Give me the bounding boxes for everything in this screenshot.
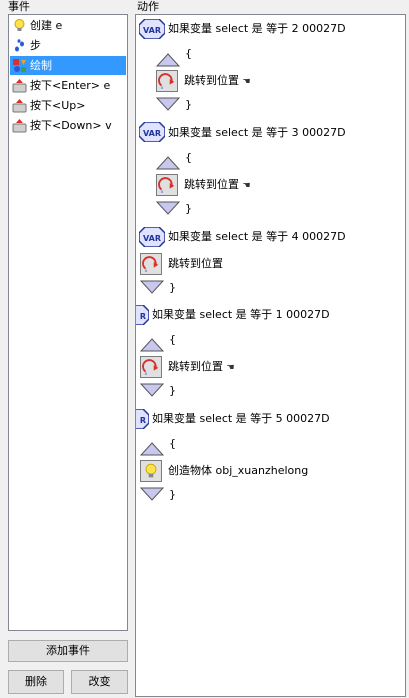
event-item-step[interactable]: 步: [10, 36, 126, 55]
svg-text:VAR: VAR: [143, 26, 161, 35]
add-event-button[interactable]: 添加事件: [8, 640, 128, 662]
event-item-press-up[interactable]: 按下<Up>: [10, 96, 126, 115]
event-label: 按下<Down> v: [30, 119, 112, 132]
triangle-down-icon: [156, 97, 180, 111]
triangle-down-icon: [156, 201, 180, 215]
event-item-press-down[interactable]: 按下<Down> v: [10, 116, 126, 135]
close-brace: }: [185, 98, 192, 111]
change-button[interactable]: 改变: [71, 670, 128, 694]
event-label: 按下<Enter> e: [30, 79, 111, 92]
jump-to-position-action[interactable]: 跳转到位置: [168, 257, 223, 270]
var-icon[interactable]: R: [135, 305, 149, 325]
jump-to-position-action[interactable]: 跳转到位置 ☚: [184, 178, 251, 191]
event-label: 按下<Up>: [30, 99, 86, 112]
events-header: 事件: [8, 0, 30, 13]
close-brace: }: [185, 202, 192, 215]
event-item-draw[interactable]: 绘制: [10, 56, 126, 75]
delete-button[interactable]: 删除: [8, 670, 64, 694]
if-variable-action[interactable]: 如果变量 select 是 等于 3 00027D: [168, 126, 346, 139]
if-variable-action[interactable]: 如果变量 select 是 等于 5 00027D: [152, 412, 330, 425]
triangle-down-icon: [140, 383, 164, 397]
create-instance-action[interactable]: 创造物体 obj_xuanzhelong: [168, 464, 309, 477]
if-variable-action[interactable]: 如果变量 select 是 等于 4 00027D: [168, 230, 346, 243]
actions-header: 动作: [137, 0, 159, 13]
jump-position-icon[interactable]: x: [156, 174, 178, 196]
triangle-down-icon: [140, 487, 164, 501]
svg-text:VAR: VAR: [143, 129, 161, 138]
keyboard-icon: [12, 79, 27, 93]
open-brace: {: [169, 333, 176, 346]
if-variable-action[interactable]: 如果变量 select 是 等于 1 00027D: [152, 308, 330, 321]
var-icon[interactable]: VAR: [139, 227, 165, 247]
if-variable-action[interactable]: 如果变量 select 是 等于 2 00027D: [168, 22, 346, 35]
keyboard-icon: [12, 119, 27, 133]
jump-position-icon[interactable]: x: [140, 253, 162, 275]
hand-icon: ☚: [242, 181, 251, 191]
svg-text:x: x: [145, 269, 148, 274]
footsteps-icon: [15, 39, 24, 52]
hand-icon: ☚: [242, 77, 251, 87]
svg-text:x: x: [145, 372, 148, 377]
triangle-down-icon: [140, 280, 164, 294]
close-brace: }: [169, 384, 176, 397]
event-label: 绘制: [30, 59, 52, 72]
open-brace: {: [169, 437, 176, 450]
actions-list[interactable]: VAR 如果变量 select 是 等于 2 00027D { x 跳转到位置 …: [135, 14, 406, 697]
jump-position-icon[interactable]: x: [156, 70, 178, 92]
svg-text:x: x: [161, 86, 164, 91]
svg-text:x: x: [161, 190, 164, 195]
var-icon[interactable]: VAR: [139, 19, 165, 39]
event-item-press-enter[interactable]: 按下<Enter> e: [10, 76, 126, 95]
close-brace: }: [169, 281, 176, 294]
event-label: 步: [30, 39, 41, 52]
jump-position-icon[interactable]: x: [140, 356, 162, 378]
jump-to-position-action[interactable]: 跳转到位置 ☚: [168, 360, 235, 373]
events-list[interactable]: 创建 e 步 绘制 按下<Enter> e 按下<Up>: [8, 14, 128, 631]
event-item-create[interactable]: 创建 e: [10, 16, 126, 35]
triangle-up-icon: [140, 442, 164, 456]
triangle-up-icon: [156, 156, 180, 170]
lightbulb-icon: [14, 19, 25, 31]
paint-icon: [13, 59, 26, 72]
triangle-up-icon: [156, 53, 180, 67]
var-icon[interactable]: VAR: [139, 122, 165, 142]
keyboard-icon: [12, 99, 27, 113]
hand-icon: ☚: [226, 363, 235, 373]
svg-text:R: R: [140, 312, 146, 321]
svg-text:R: R: [140, 416, 146, 425]
open-brace: {: [185, 151, 192, 164]
var-icon[interactable]: R: [135, 409, 149, 429]
open-brace: {: [185, 47, 192, 60]
triangle-up-icon: [140, 338, 164, 352]
svg-text:VAR: VAR: [143, 234, 161, 243]
event-label: 创建 e: [30, 19, 63, 32]
create-instance-icon[interactable]: [140, 460, 162, 482]
close-brace: }: [169, 488, 176, 501]
jump-to-position-action[interactable]: 跳转到位置 ☚: [184, 74, 251, 87]
